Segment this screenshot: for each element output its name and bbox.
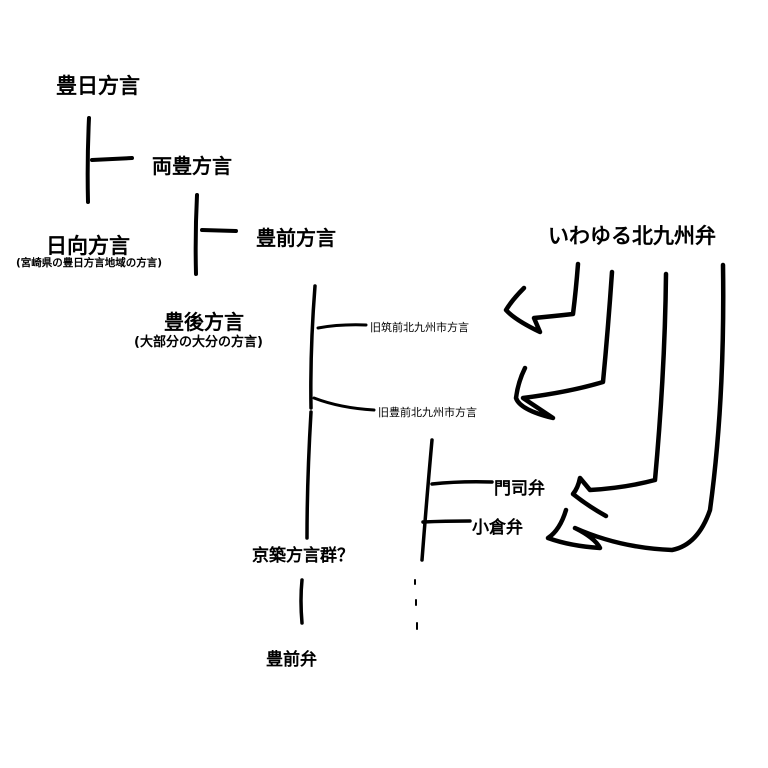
kitakyushu-bracket-1 (503, 261, 581, 335)
connector-to-kokura (421, 519, 472, 524)
node-houjitsu: 豊日方言 (56, 74, 140, 98)
connector-houjitsu-vertical (85, 116, 91, 204)
connector-to-kyuchikuzen (316, 323, 368, 330)
connector-kyubuzen-vertical (420, 438, 434, 562)
kitakyushu-bracket-4 (545, 262, 726, 553)
node-moji: 門司弁 (494, 479, 545, 499)
node-keichiku: 京築方言群？ (252, 546, 354, 566)
connector-to-moji (430, 480, 494, 486)
node-kyubuzen: 旧豊前北九州市方言 (378, 406, 477, 419)
connector-buzen-vertical-upper (309, 284, 317, 410)
connector-to-kyubuzen (312, 396, 376, 412)
node-kitakyushu: いわゆる北九州弁 (548, 224, 716, 248)
node-kokura: 小倉弁 (472, 518, 523, 538)
node-kyuchikuzen: 旧筑前北九州市方言 (370, 321, 469, 334)
connector-to-ryouhou (90, 156, 134, 162)
node-buzen: 豊前方言 (256, 226, 336, 250)
connector-ryouhou-vertical (193, 193, 199, 276)
kitakyushu-bracket-2 (513, 269, 615, 421)
node-hyuuga-note: (宮崎県の豊日方言地域の方言) (16, 257, 163, 269)
connector-buzen-vertical-lower (305, 410, 313, 540)
kitakyushu-bracket-3 (570, 271, 669, 519)
node-hyuuga: 日向方言 (46, 234, 130, 258)
node-buzenben: 豊前弁 (266, 650, 317, 670)
connector-to-buzen (200, 228, 238, 233)
node-ryouhou: 両豊方言 (152, 154, 232, 178)
connector-keichiku-buzenben (299, 578, 304, 625)
node-bungo: 豊後方言 (164, 310, 244, 334)
node-bungo-note: (大部分の大分の方言) (134, 335, 263, 350)
